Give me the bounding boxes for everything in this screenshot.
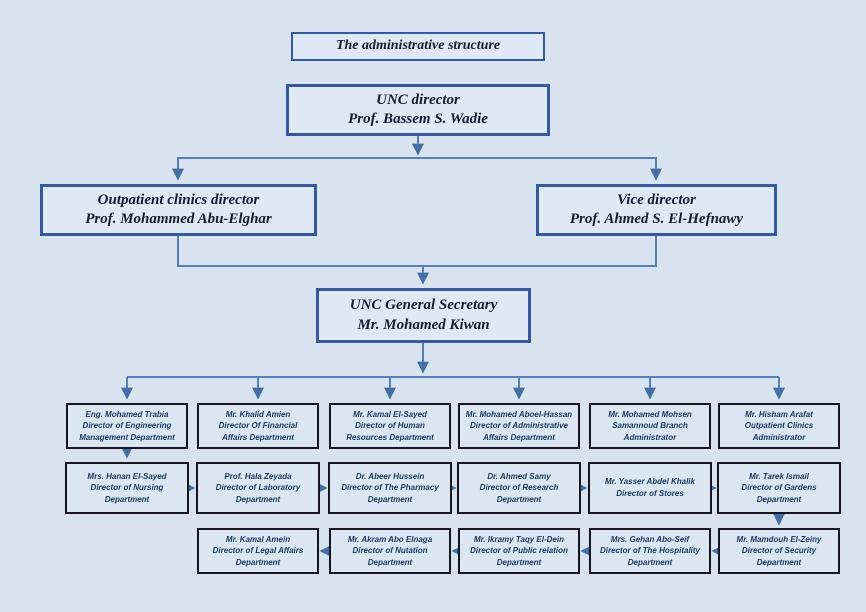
- node-person: Mr. Tarek Ismail: [749, 471, 809, 481]
- node-public-relation: Mr. Ikramy Taqy El-Dein Director of Publ…: [458, 528, 580, 574]
- node-person: Mr. Ikramy Taqy El-Dein: [474, 534, 564, 544]
- node-role: Administrator: [623, 432, 677, 442]
- node-role: Director of The Hospitality: [599, 546, 700, 556]
- node-role: Director of Gardens: [741, 483, 817, 493]
- node-person: Mr. Kamal El-Sayed: [353, 409, 427, 419]
- node-role: UNC director: [376, 91, 460, 108]
- node-gardens: Mr. Tarek Ismail Director of Gardens Dep…: [717, 462, 841, 514]
- node-nursing: Mrs. Hanan El-Sayed Director of Nursing …: [65, 462, 189, 514]
- node-role: Department: [756, 494, 802, 504]
- node-role: Department: [235, 557, 281, 567]
- node-role: Administrator: [752, 432, 806, 442]
- node-role: Outpatient Clinics: [744, 421, 814, 431]
- node-role: Department: [627, 557, 673, 567]
- node-role: Department: [496, 494, 542, 504]
- node-role: Director of Engineering: [82, 421, 172, 431]
- node-stores: Mr. Yasser Abdel Khalik Director of Stor…: [588, 462, 712, 514]
- node-vice-director: Vice director Prof. Ahmed S. El-Hefnawy: [536, 184, 777, 236]
- node-role: Management Department: [79, 432, 175, 442]
- node-role: Affairs Department: [222, 432, 294, 442]
- node-person: Prof. Hala Zeyada: [224, 471, 292, 481]
- node-role: Resources Department: [346, 432, 434, 442]
- node-role: Director of Human: [355, 421, 425, 431]
- node-role: UNC General Secretary: [349, 297, 498, 313]
- node-role: Director of Security: [741, 546, 817, 556]
- node-role: Department: [367, 494, 413, 504]
- node-laboratory: Prof. Hala Zeyada Director of Laboratory…: [196, 462, 320, 514]
- node-role: Director Of Financial: [218, 421, 298, 431]
- chart-title: The administrative structure: [291, 32, 545, 61]
- node-research: Dr. Ahmed Samy Director of Research Depa…: [457, 462, 581, 514]
- node-person: Prof. Ahmed S. El-Hefnawy: [569, 211, 744, 227]
- chart-title-text: The administrative structure: [335, 38, 501, 54]
- node-person: Dr. Ahmed Samy: [487, 471, 551, 481]
- node-person: Eng. Mohamed Trabia: [85, 409, 169, 419]
- node-role: Department: [367, 557, 413, 567]
- node-role: Director of Nutation: [352, 546, 428, 556]
- node-role: Department: [104, 494, 150, 504]
- node-samannoud-branch: Mr. Mohamed Mohsen Samannoud Branch Admi…: [589, 403, 711, 449]
- node-outpatient-clinics-administrator: Mr. Hisham Arafat Outpatient Clinics Adm…: [718, 403, 840, 449]
- node-role: Samannoud Branch: [612, 421, 688, 431]
- node-person: Mr. Mamdouh El-Zeiny: [736, 534, 822, 544]
- node-role: Director of Legal Affairs: [212, 546, 304, 556]
- node-role: Department: [496, 557, 542, 567]
- node-person: Mr. Kamal Amein: [225, 534, 291, 544]
- node-role: Department: [235, 494, 281, 504]
- node-person: Mr. Yasser Abdel Khalik: [605, 477, 695, 487]
- node-engineering-management: Eng. Mohamed Trabia Director of Engineer…: [66, 403, 188, 449]
- node-role: Affairs Department: [483, 432, 555, 442]
- node-person: Mr. Mohamed Mohsen: [608, 409, 692, 419]
- node-security: Mr. Mamdouh El-Zeiny Director of Securit…: [718, 528, 840, 574]
- node-role: Director of Research: [479, 483, 559, 493]
- node-administrative-affairs: Mr. Mohamed Aboel-Hassan Director of Adm…: [458, 403, 580, 449]
- node-outpatient-clinics-director: Outpatient clinics director Prof. Mohamm…: [40, 184, 317, 236]
- node-financial-affairs: Mr. Khalid Amien Director Of Financial A…: [197, 403, 319, 449]
- node-pharmacy: Dr. Abeer Hussein Director of The Pharma…: [328, 462, 452, 514]
- node-person: Mrs. Gehan Abo-Seif: [610, 534, 690, 544]
- node-role: Director of Public relation: [470, 546, 568, 556]
- node-role: Outpatient clinics director: [97, 191, 260, 208]
- node-unc-director: UNC director Prof. Bassem S. Wadie: [286, 84, 550, 136]
- node-person: Mr. Khalid Amien: [225, 409, 291, 419]
- node-role: Vice director: [617, 191, 696, 208]
- node-person: Mrs. Hanan El-Sayed: [87, 471, 167, 481]
- node-general-secretary: UNC General Secretary Mr. Mohamed Kiwan: [316, 288, 531, 343]
- node-person: Mr. Mohamed Kiwan: [357, 316, 490, 333]
- node-nutation: Mr. Akram Abo Elnaga Director of Nutatio…: [329, 528, 451, 574]
- node-role: Director of Nursing: [90, 483, 164, 493]
- node-role: Department: [756, 557, 802, 567]
- node-person: Dr. Abeer Hussein: [355, 471, 425, 481]
- node-human-resources: Mr. Kamal El-Sayed Director of Human Res…: [329, 403, 451, 449]
- node-hospitality: Mrs. Gehan Abo-Seif Director of The Hosp…: [589, 528, 711, 574]
- node-person: Prof. Mohammed Abu-Elghar: [85, 211, 272, 227]
- node-person: Mr. Mohamed Aboel-Hassan: [465, 409, 573, 419]
- node-role: Director of Administrative: [470, 421, 568, 431]
- node-role: Director of The Pharmacy: [341, 483, 439, 493]
- node-role: Director of Stores: [616, 489, 684, 498]
- node-person: Prof. Bassem S. Wadie: [348, 111, 488, 127]
- node-person: Mr. Hisham Arafat: [745, 409, 813, 419]
- node-legal-affairs: Mr. Kamal Amein Director of Legal Affair…: [197, 528, 319, 574]
- node-person: Mr. Akram Abo Elnaga: [347, 534, 433, 544]
- node-role: Director of Laboratory: [215, 483, 301, 493]
